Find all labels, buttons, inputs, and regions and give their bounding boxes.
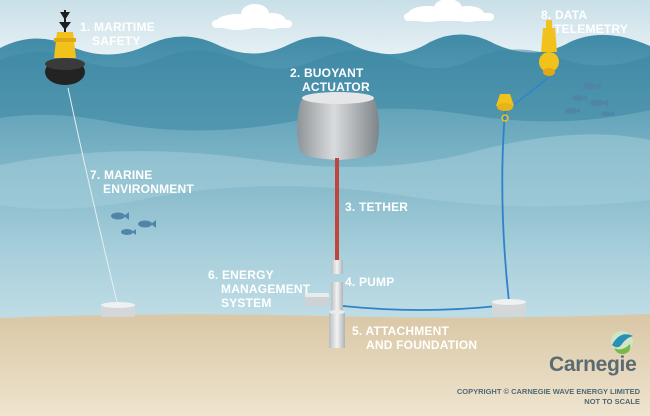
data-telemetry-buoy: [539, 20, 559, 76]
sea-swirl: [0, 134, 650, 209]
energy-management-box: [305, 293, 329, 306]
fish-school-left: [111, 212, 156, 235]
label-marine-environment: 7. MARINE ENVIRONMENT: [90, 168, 194, 196]
fish-school-right: [565, 82, 614, 117]
cloud-left: [212, 4, 292, 30]
label-energy-management: 6. ENERGY MANAGEMENT SYSTEM: [208, 268, 311, 310]
cable-riser: [501, 111, 510, 303]
label-attachment-foundation: 5. ATTACHMENT AND FOUNDATION: [352, 324, 478, 352]
label-maritime-safety: 1. MARITIME SAFETY: [80, 20, 155, 48]
label-data-telemetry: 8. DATA TELEMETRY: [541, 8, 629, 36]
label-tether: 3. TETHER: [345, 200, 409, 214]
pump-unit: [331, 260, 343, 312]
sea-band: [0, 49, 650, 131]
foundation-pile: [329, 310, 345, 348]
maritime-safety-buoy: [45, 10, 85, 85]
label-pump: 4. PUMP: [345, 275, 395, 289]
seabed: [0, 314, 650, 416]
tether: [335, 158, 339, 262]
copyright-notice: COPYRIGHT © CARNEGIE WAVE ENERGY LIMITED…: [456, 387, 640, 406]
buoyant-actuator: [297, 92, 379, 160]
label-buoyant-actuator: 2. BUOYANT ACTUATOR: [290, 66, 370, 94]
cloud-right: [404, 0, 494, 22]
subsurface-float: [496, 94, 514, 122]
carnegie-logo-mark: [611, 331, 633, 355]
right-anchor-block: [492, 299, 526, 316]
power-cable: [342, 305, 499, 311]
mooring-line: [67, 87, 119, 307]
carnegie-logo-text: Carnegie: [549, 353, 637, 376]
left-anchor-block: [101, 302, 135, 317]
